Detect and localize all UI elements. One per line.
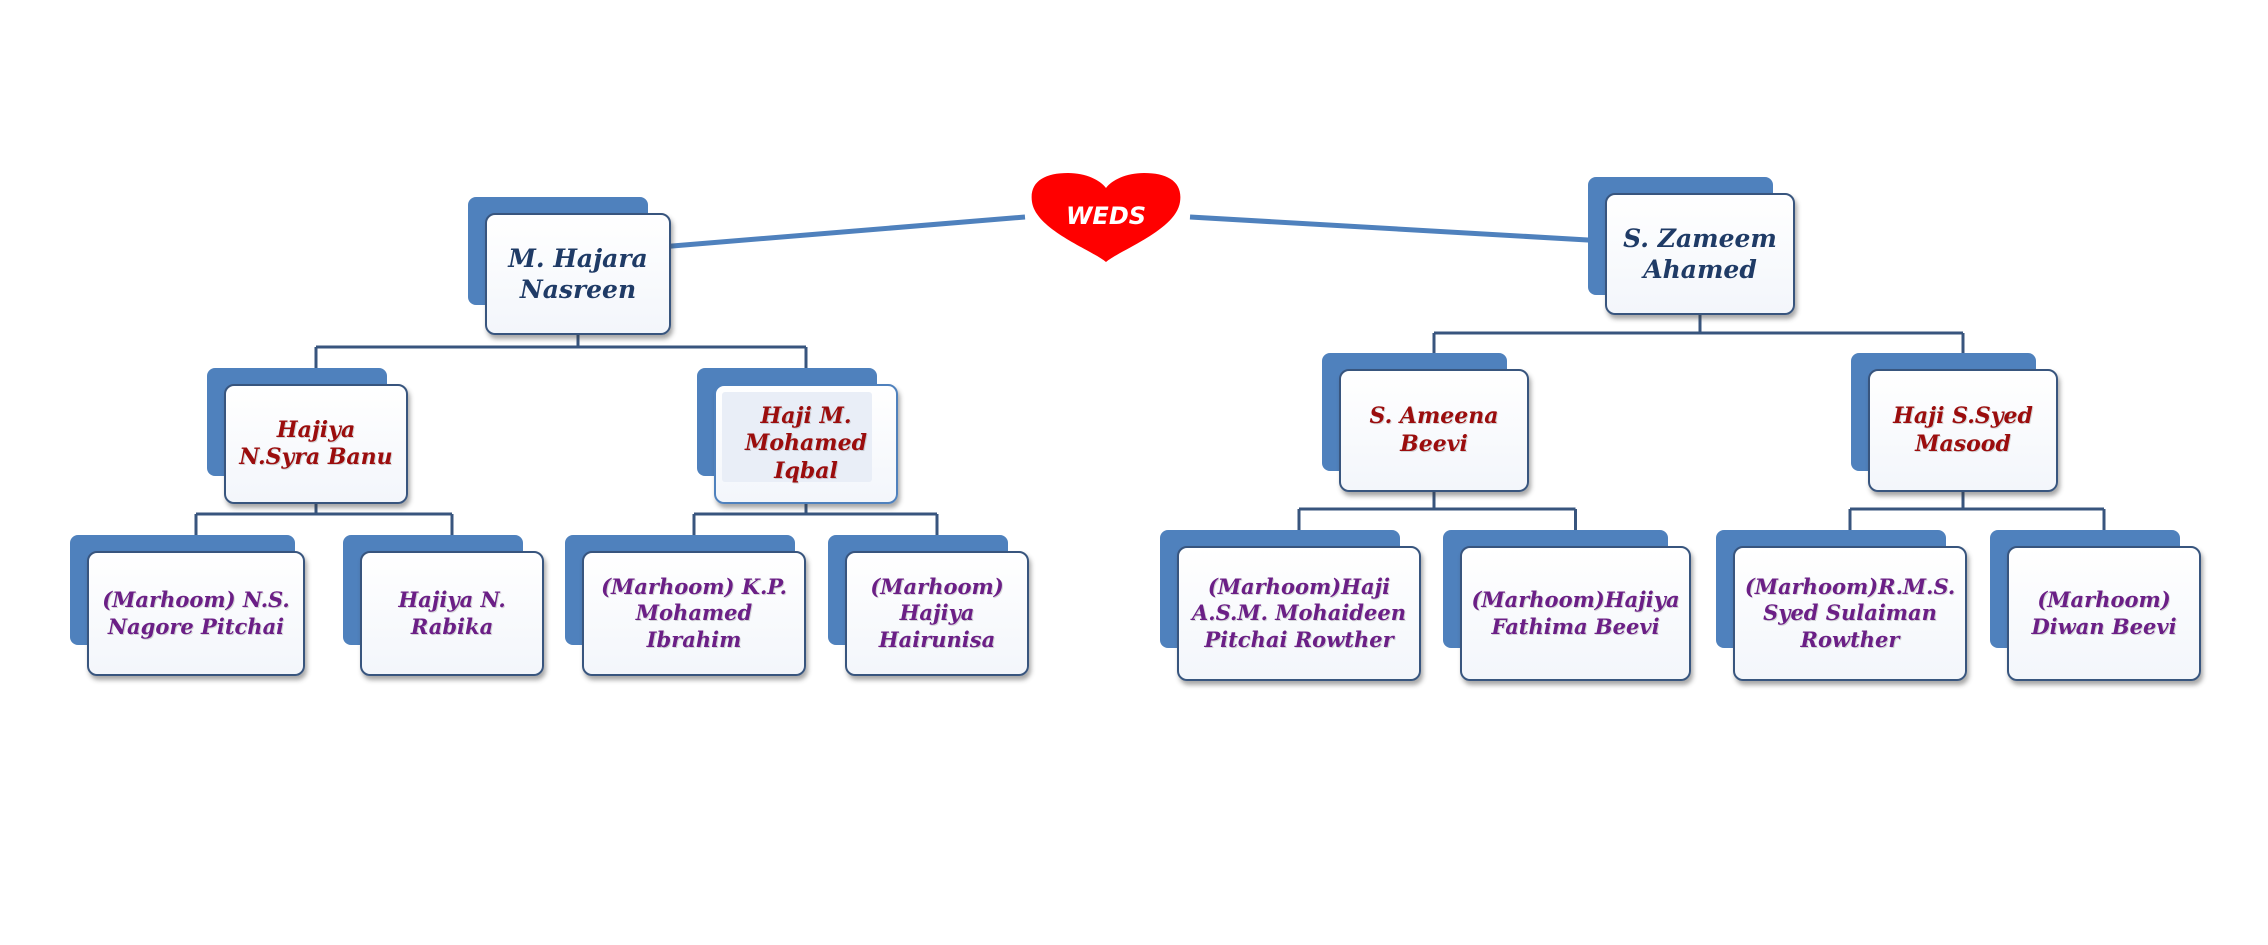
person-name: S. Ameena Beevi	[1369, 403, 1499, 457]
wedding-connector-right	[1189, 214, 1606, 244]
name-card: (Marhoom) Hajiya Hairunisa	[845, 551, 1029, 676]
groom-paternal-grandfather-node: (Marhoom)R.M.S. Syed Sulaiman Rowther	[1716, 530, 1967, 681]
name-card: M. Hajara Nasreen	[485, 213, 671, 335]
person-name: (Marhoom) Hajiya Hairunisa	[870, 574, 1004, 652]
name-card: S. Zameem Ahamed	[1605, 193, 1795, 315]
bride-maternal-grandfather-node: (Marhoom) N.S. Nagore Pitchai	[70, 535, 305, 676]
person-name: M. Hajara Nasreen	[508, 243, 648, 304]
bride-paternal-grandfather-node: (Marhoom) K.P. Mohamed Ibrahim	[565, 535, 806, 676]
groom-mother-node: S. Ameena Beevi	[1322, 353, 1529, 492]
name-card: S. Ameena Beevi	[1339, 369, 1529, 492]
person-name: Haji S.Syed Masood	[1893, 403, 2033, 457]
bride-mother-node: Hajiya N.Syra Banu	[207, 368, 408, 504]
person-name: (Marhoom) N.S. Nagore Pitchai	[102, 587, 290, 639]
person-name: (Marhoom) K.P. Mohamed Ibrahim	[601, 574, 787, 652]
person-name: Hajiya N. Rabika	[398, 587, 506, 639]
name-card: Haji M. Mohamed Iqbal	[714, 384, 898, 504]
person-name: Haji M. Mohamed Iqbal	[745, 402, 867, 484]
name-card: (Marhoom)Haji A.S.M. Mohaideen Pitchai R…	[1177, 546, 1421, 681]
groom-paternal-grandmother-node: (Marhoom) Diwan Beevi	[1990, 530, 2201, 681]
name-card: Hajiya N. Rabika	[360, 551, 544, 676]
name-card: Haji S.Syed Masood	[1868, 369, 2058, 492]
bride-maternal-grandmother-node: Hajiya N. Rabika	[343, 535, 544, 676]
groom-node: S. Zameem Ahamed	[1588, 177, 1795, 315]
person-name: (Marhoom)R.M.S. Syed Sulaiman Rowther	[1744, 574, 1956, 652]
person-name: (Marhoom)Haji A.S.M. Mohaideen Pitchai R…	[1192, 574, 1406, 652]
groom-father-node: Haji S.Syed Masood	[1851, 353, 2058, 492]
person-name: (Marhoom) Diwan Beevi	[2031, 587, 2177, 639]
name-card: (Marhoom) N.S. Nagore Pitchai	[87, 551, 305, 676]
bride-father-node: Haji M. Mohamed Iqbal	[697, 368, 898, 504]
weds-heart: WEDS	[1030, 172, 1182, 264]
name-card: (Marhoom) K.P. Mohamed Ibrahim	[582, 551, 806, 676]
groom-maternal-grandmother-node: (Marhoom)Hajiya Fathima Beevi	[1443, 530, 1691, 681]
name-card: Hajiya N.Syra Banu	[224, 384, 408, 504]
bride-paternal-grandmother-node: (Marhoom) Hajiya Hairunisa	[828, 535, 1029, 676]
wedding-connector-left	[647, 214, 1026, 251]
heart-icon	[1031, 173, 1181, 262]
bride-node: M. Hajara Nasreen	[468, 197, 671, 335]
person-name: S. Zameem Ahamed	[1623, 223, 1777, 284]
name-card: (Marhoom)R.M.S. Syed Sulaiman Rowther	[1733, 546, 1967, 681]
name-card: (Marhoom)Hajiya Fathima Beevi	[1460, 546, 1691, 681]
person-name: (Marhoom)Hajiya Fathima Beevi	[1471, 587, 1680, 639]
weds-label: WEDS	[1065, 202, 1147, 230]
groom-maternal-grandfather-node: (Marhoom)Haji A.S.M. Mohaideen Pitchai R…	[1160, 530, 1421, 681]
person-name: Hajiya N.Syra Banu	[239, 416, 393, 471]
name-card: (Marhoom) Diwan Beevi	[2007, 546, 2201, 681]
